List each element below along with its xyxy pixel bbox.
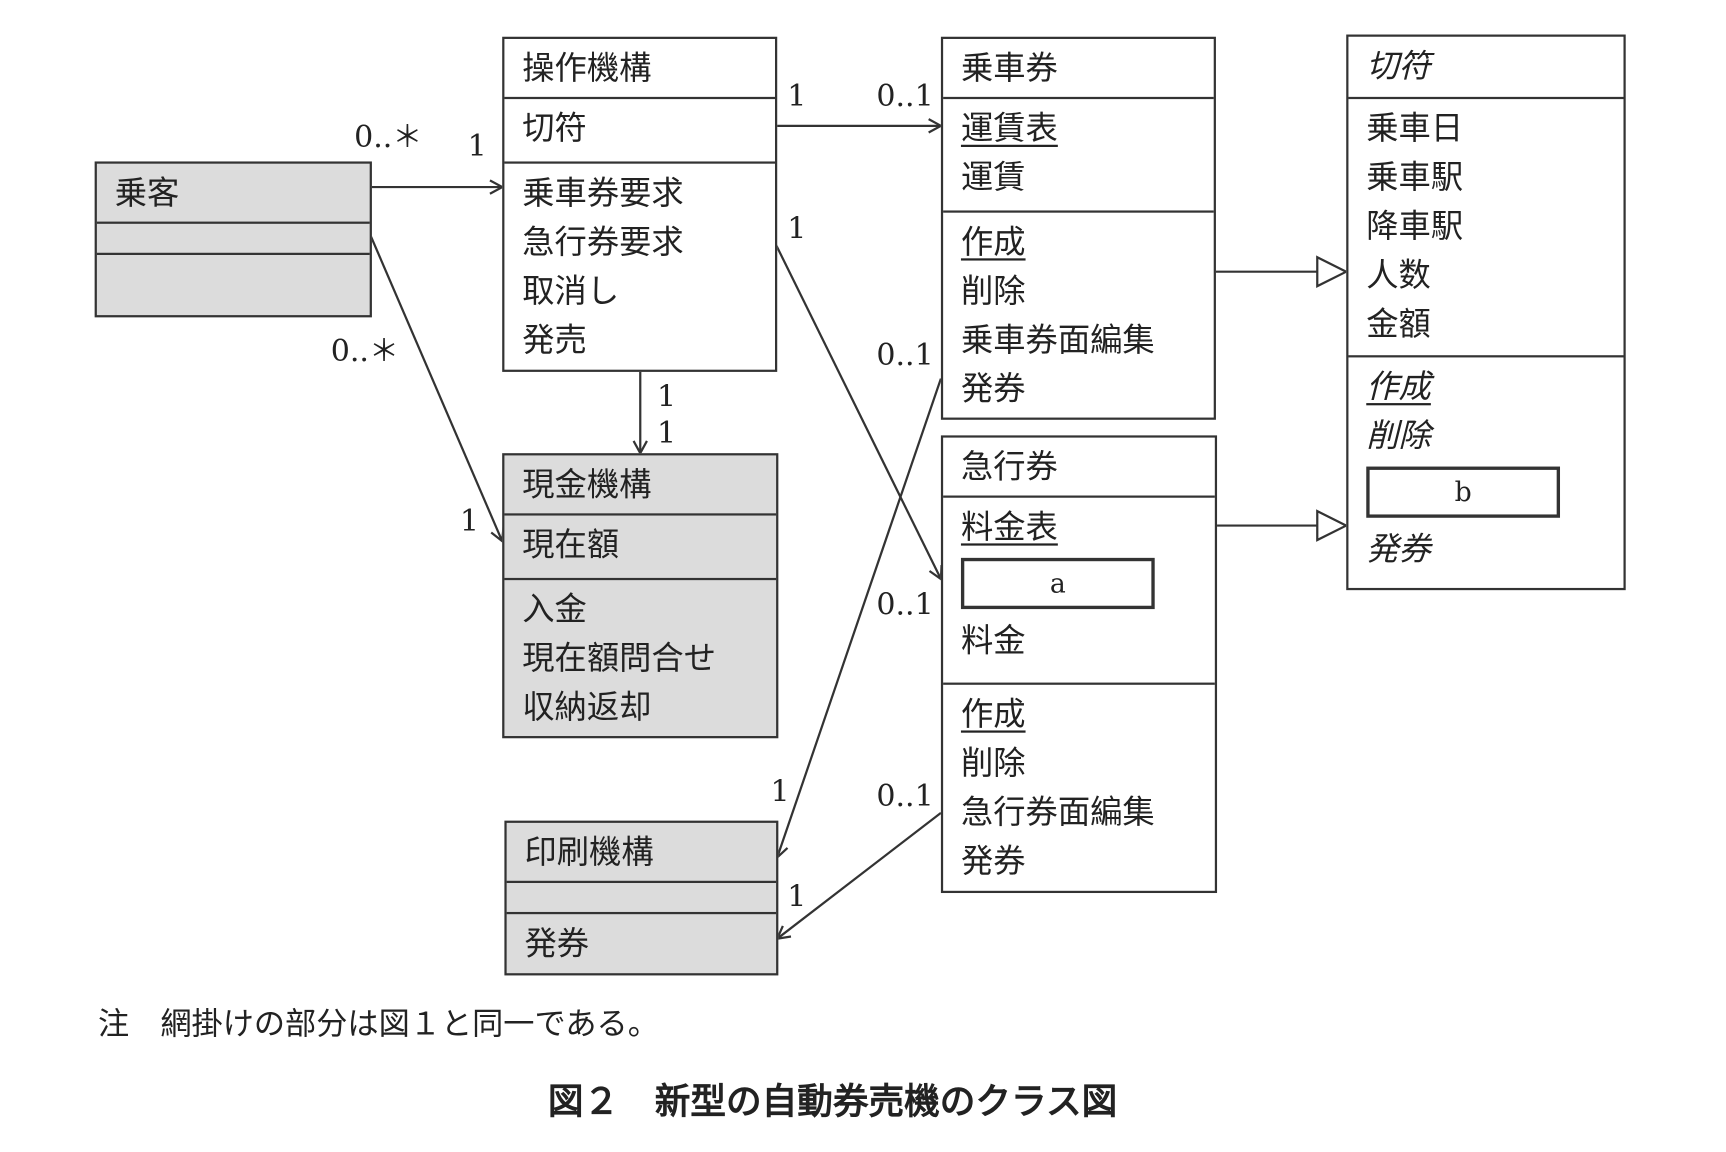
figure-caption: 図２ 新型の自動券売機のクラス図 [547, 1080, 1118, 1123]
operation: 削除 [960, 271, 1026, 310]
blank-b: b [1366, 466, 1561, 518]
class-name: 操作機構 [522, 48, 652, 87]
operation: 急行券要求 [522, 222, 684, 261]
multiplicity: 1 [467, 129, 487, 164]
multiplicity: 1 [787, 879, 807, 915]
multiplicity: 0..＊ [354, 120, 423, 155]
operation: 発券 [524, 924, 590, 963]
operation: 発売 [522, 320, 587, 359]
operation: 乗車券面編集 [960, 320, 1155, 359]
static-attribute: 運賃表 [960, 109, 1058, 147]
operation: 乗車券要求 [522, 173, 684, 212]
multiplicity: 0..1 [876, 587, 934, 623]
class-ticket-abstract: 切符 乗車日 乗車駅 降車駅 人数 金額 作成 削除 b 発券 [1346, 34, 1626, 591]
operation: 急行券面編集 [960, 792, 1155, 831]
operation: 削除 [1366, 416, 1431, 455]
multiplicity: 1 [787, 79, 807, 114]
static-operation: 作成 [1366, 367, 1431, 406]
attribute: 乗車駅 [1366, 158, 1464, 196]
assoc-passenger-cash [369, 235, 502, 541]
attribute: 現在額 [522, 525, 620, 564]
multiplicity: 1 [770, 774, 790, 810]
attribute: 金額 [1366, 305, 1431, 343]
class-express-ticket: 急行券 料金表 a 料金 作成 削除 急行券面編集 発券 [940, 435, 1218, 894]
multiplicity: 1 [787, 211, 807, 247]
assoc-operation-express [775, 244, 941, 579]
operation: 発券 [960, 841, 1026, 880]
attribute: 降車駅 [1366, 207, 1464, 245]
class-name: 急行券 [960, 447, 1058, 486]
attribute: 料金 [960, 621, 1026, 660]
multiplicity: 1 [656, 379, 677, 415]
attribute: 乗車日 [1366, 109, 1464, 147]
class-name: 乗客 [114, 173, 180, 212]
class-print-unit: 印刷機構 発券 [504, 820, 779, 976]
figure-note: 注 網掛けの部分は図１と同一である。 [97, 1005, 659, 1043]
class-name: 現金機構 [522, 465, 652, 504]
multiplicity: 0..1 [876, 79, 934, 114]
operation: 削除 [960, 743, 1026, 782]
assoc-boarding-print [777, 378, 942, 858]
static-operation: 作成 [960, 222, 1026, 261]
multiplicity: 1 [459, 504, 480, 539]
assoc-express-print [777, 811, 942, 939]
operation: 発券 [960, 369, 1026, 408]
operation: 現在額問合せ [522, 639, 716, 678]
class-passenger: 乗客 [94, 161, 372, 318]
class-name: 切符 [1366, 46, 1431, 85]
class-boarding-ticket: 乗車券 運賃表 運賃 作成 削除 乗車券面編集 発券 [940, 36, 1216, 420]
class-operation-unit: 操作機構 切符 乗車券要求 急行券要求 取消し 発売 [502, 36, 778, 372]
attribute: 切符 [522, 109, 587, 147]
static-operation: 作成 [960, 694, 1026, 733]
attribute: 人数 [1366, 256, 1431, 294]
multiplicity: 0..＊ [330, 334, 400, 369]
operation: 取消し [522, 271, 620, 310]
operation: 発券 [1366, 530, 1431, 568]
attributes-compartment [96, 221, 370, 253]
attribute: 運賃 [960, 158, 1026, 196]
class-name: 乗車券 [960, 48, 1058, 87]
static-attribute: 料金表 [960, 507, 1058, 546]
class-cash-unit: 現金機構 現在額 入金 現在額問合せ 収納返却 [502, 453, 779, 739]
attributes-compartment [506, 880, 777, 912]
operation: 収納返却 [522, 688, 652, 727]
multiplicity: 0..1 [876, 338, 934, 374]
operations-compartment [96, 252, 370, 315]
multiplicity: 1 [656, 416, 677, 451]
class-name: 印刷機構 [524, 832, 654, 871]
operation: 入金 [522, 590, 587, 629]
multiplicity: 0..1 [876, 779, 934, 814]
blank-a: a [960, 557, 1155, 610]
